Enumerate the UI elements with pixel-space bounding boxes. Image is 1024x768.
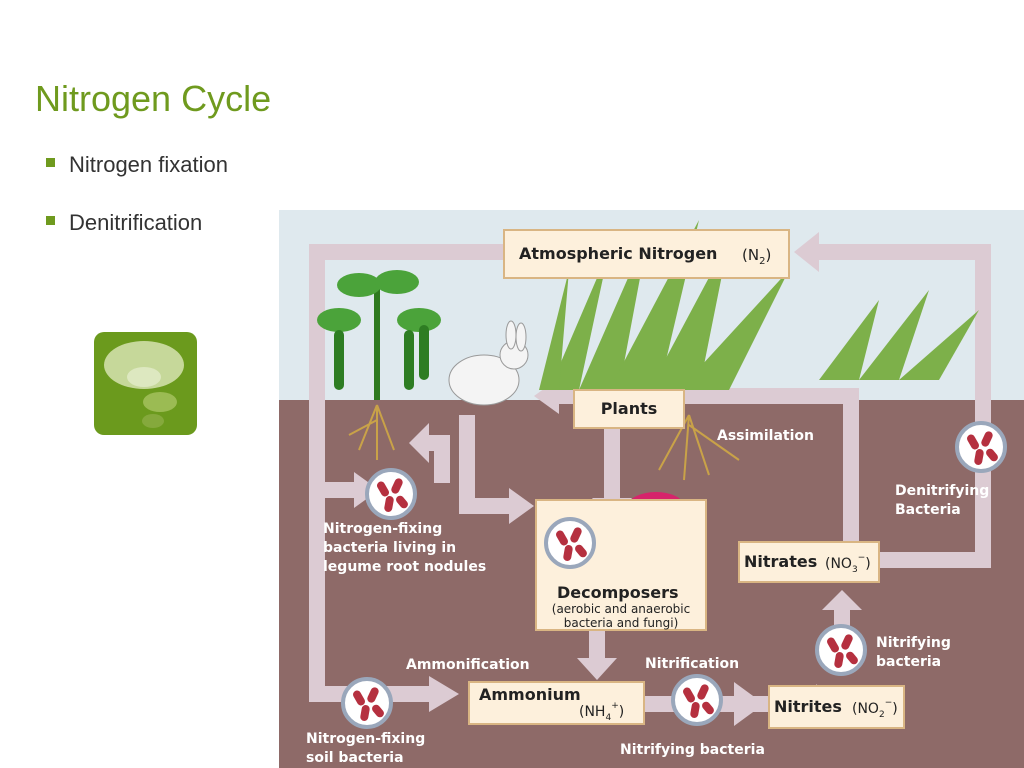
bacteria-icon-nitrifying (815, 624, 867, 676)
bullet-text: Nitrogen fixation (69, 152, 228, 177)
rabbit (448, 320, 529, 406)
slide-title: Nitrogen Cycle (35, 78, 272, 119)
speech-bubble-logo-icon (94, 332, 197, 435)
nitrifying-bacteria-label-1: Nitrifying (876, 635, 951, 651)
plant-roots (348, 404, 740, 481)
denitrifying-label-2: Bacteria (895, 502, 961, 518)
bullet-text: Denitrification (69, 210, 203, 235)
svg-text:(NO2−): (NO2−) (852, 698, 898, 720)
bullet-square-icon (46, 216, 55, 225)
bullet-item: Denitrification (46, 210, 228, 235)
nitrifying-bacteria-label-2: bacteria (876, 654, 941, 670)
bacteria-icon-decomposers (544, 517, 596, 569)
bullet-square-icon (46, 158, 55, 167)
bullet-item: Nitrogen fixation (46, 152, 228, 177)
svg-text:(NH4+): (NH4+) (579, 701, 624, 723)
svg-text:(N2): (N2) (742, 246, 771, 267)
ammonium-label: Ammonium (479, 685, 581, 704)
nitrites-box: Nitrites (NO2−) (768, 685, 905, 729)
decomposers-label: Decomposers (557, 583, 679, 602)
legume-plant (317, 270, 441, 400)
bacteria-icon-nodules (365, 468, 417, 520)
atmospheric-nitrogen-box: Atmospheric Nitrogen (N2) (503, 229, 790, 279)
nodules-label-2: bacteria living in (323, 540, 456, 556)
nitrates-box: Nitrates (NO3−) (738, 541, 880, 583)
decomposers-desc-1: (aerobic and anaerobic (552, 602, 690, 616)
nitrites-label: Nitrites (774, 697, 842, 716)
ammonification-label: Ammonification (406, 657, 530, 673)
bacteria-icon-nitrification (671, 674, 723, 726)
assimilation-label: Assimilation (717, 428, 814, 444)
nodules-label-3: legume root nodules (323, 559, 486, 575)
atmospheric-subscript: 2 (759, 256, 765, 267)
atmospheric-formula: (N (742, 246, 759, 264)
soil-bacteria-label-1: Nitrogen-fixing (306, 731, 425, 747)
bacteria-icon-denitrifying (955, 421, 1007, 473)
atmospheric-nitrogen-label: Atmospheric Nitrogen (519, 244, 717, 263)
nodules-label-1: Nitrogen-fixing (323, 521, 442, 537)
nitrifying-bacteria-bottom-label: Nitrifying bacteria (620, 742, 765, 758)
nitrates-label: Nitrates (744, 552, 817, 571)
decomposers-desc-2: bacteria and fungi) (564, 616, 679, 630)
svg-text:(NO3−): (NO3−) (825, 553, 871, 575)
nitrification-label: Nitrification (645, 656, 739, 672)
plants-box: Plants (573, 389, 685, 429)
ammonium-box: Ammonium (NH4+) (468, 681, 645, 725)
bullet-list: Nitrogen fixation Denitrification (46, 152, 228, 268)
bacteria-icon-soil (341, 677, 393, 729)
nitrogen-cycle-diagram: Atmospheric Nitrogen (N2) Plants Decompo… (279, 210, 1024, 768)
denitrifying-label-1: Denitrifying (895, 483, 989, 499)
plants-label: Plants (601, 399, 658, 418)
soil-bacteria-label-2: soil bacteria (306, 750, 404, 766)
